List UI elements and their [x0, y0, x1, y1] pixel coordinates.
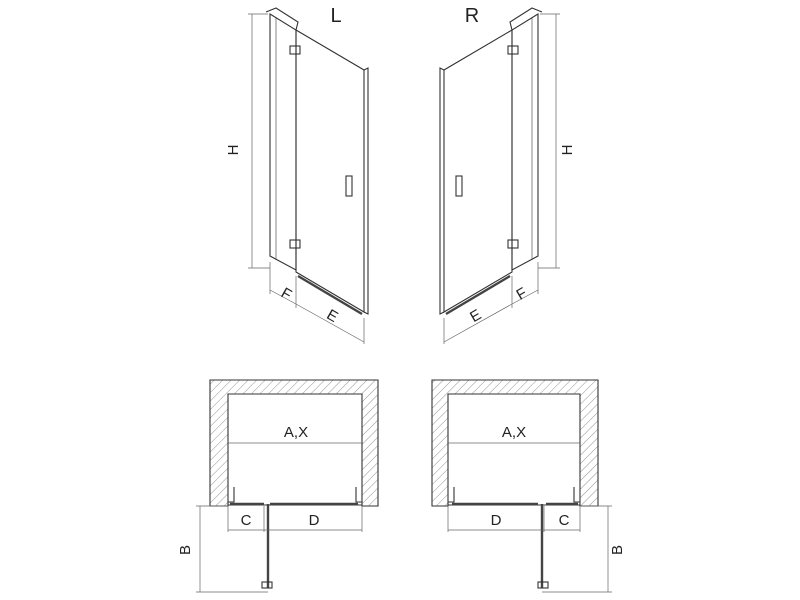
elevation-right-title: R [465, 5, 479, 27]
door-width-label: E [324, 306, 341, 326]
fixed-panel [511, 13, 539, 271]
door-handle [455, 175, 463, 197]
elevation-right: R H F E [439, 5, 576, 344]
fixed-width-label: F [278, 284, 294, 303]
height-label: H [225, 145, 242, 156]
hinge-bottom [289, 239, 301, 249]
door-handle [261, 581, 273, 589]
hinge-top [289, 45, 301, 55]
door-panel [443, 29, 513, 313]
fixed-panel [269, 13, 297, 271]
door-width-label: E [467, 306, 484, 326]
opening-label: A,X [284, 424, 308, 441]
hinge-bottom [507, 239, 519, 249]
fixed-width-label: F [514, 284, 530, 303]
door-handle [345, 175, 353, 197]
swing-label: B [177, 545, 194, 555]
door-label: D [309, 512, 320, 529]
opening-label: A,X [502, 424, 526, 441]
elevation-left: L H F E [225, 5, 369, 344]
plan-left: A,X C D B [177, 379, 379, 593]
fixed-label: C [241, 512, 252, 529]
door-handle [537, 581, 549, 589]
wall-outline [431, 379, 599, 507]
plan-right: A,X C D B [431, 379, 626, 593]
elevation-left-title: L [330, 5, 341, 27]
door-label: D [491, 512, 502, 529]
fixed-label: C [559, 512, 570, 529]
height-label: H [559, 145, 576, 156]
swing-label: B [609, 545, 626, 555]
hinge-top [507, 45, 519, 55]
door-panel [295, 29, 365, 313]
